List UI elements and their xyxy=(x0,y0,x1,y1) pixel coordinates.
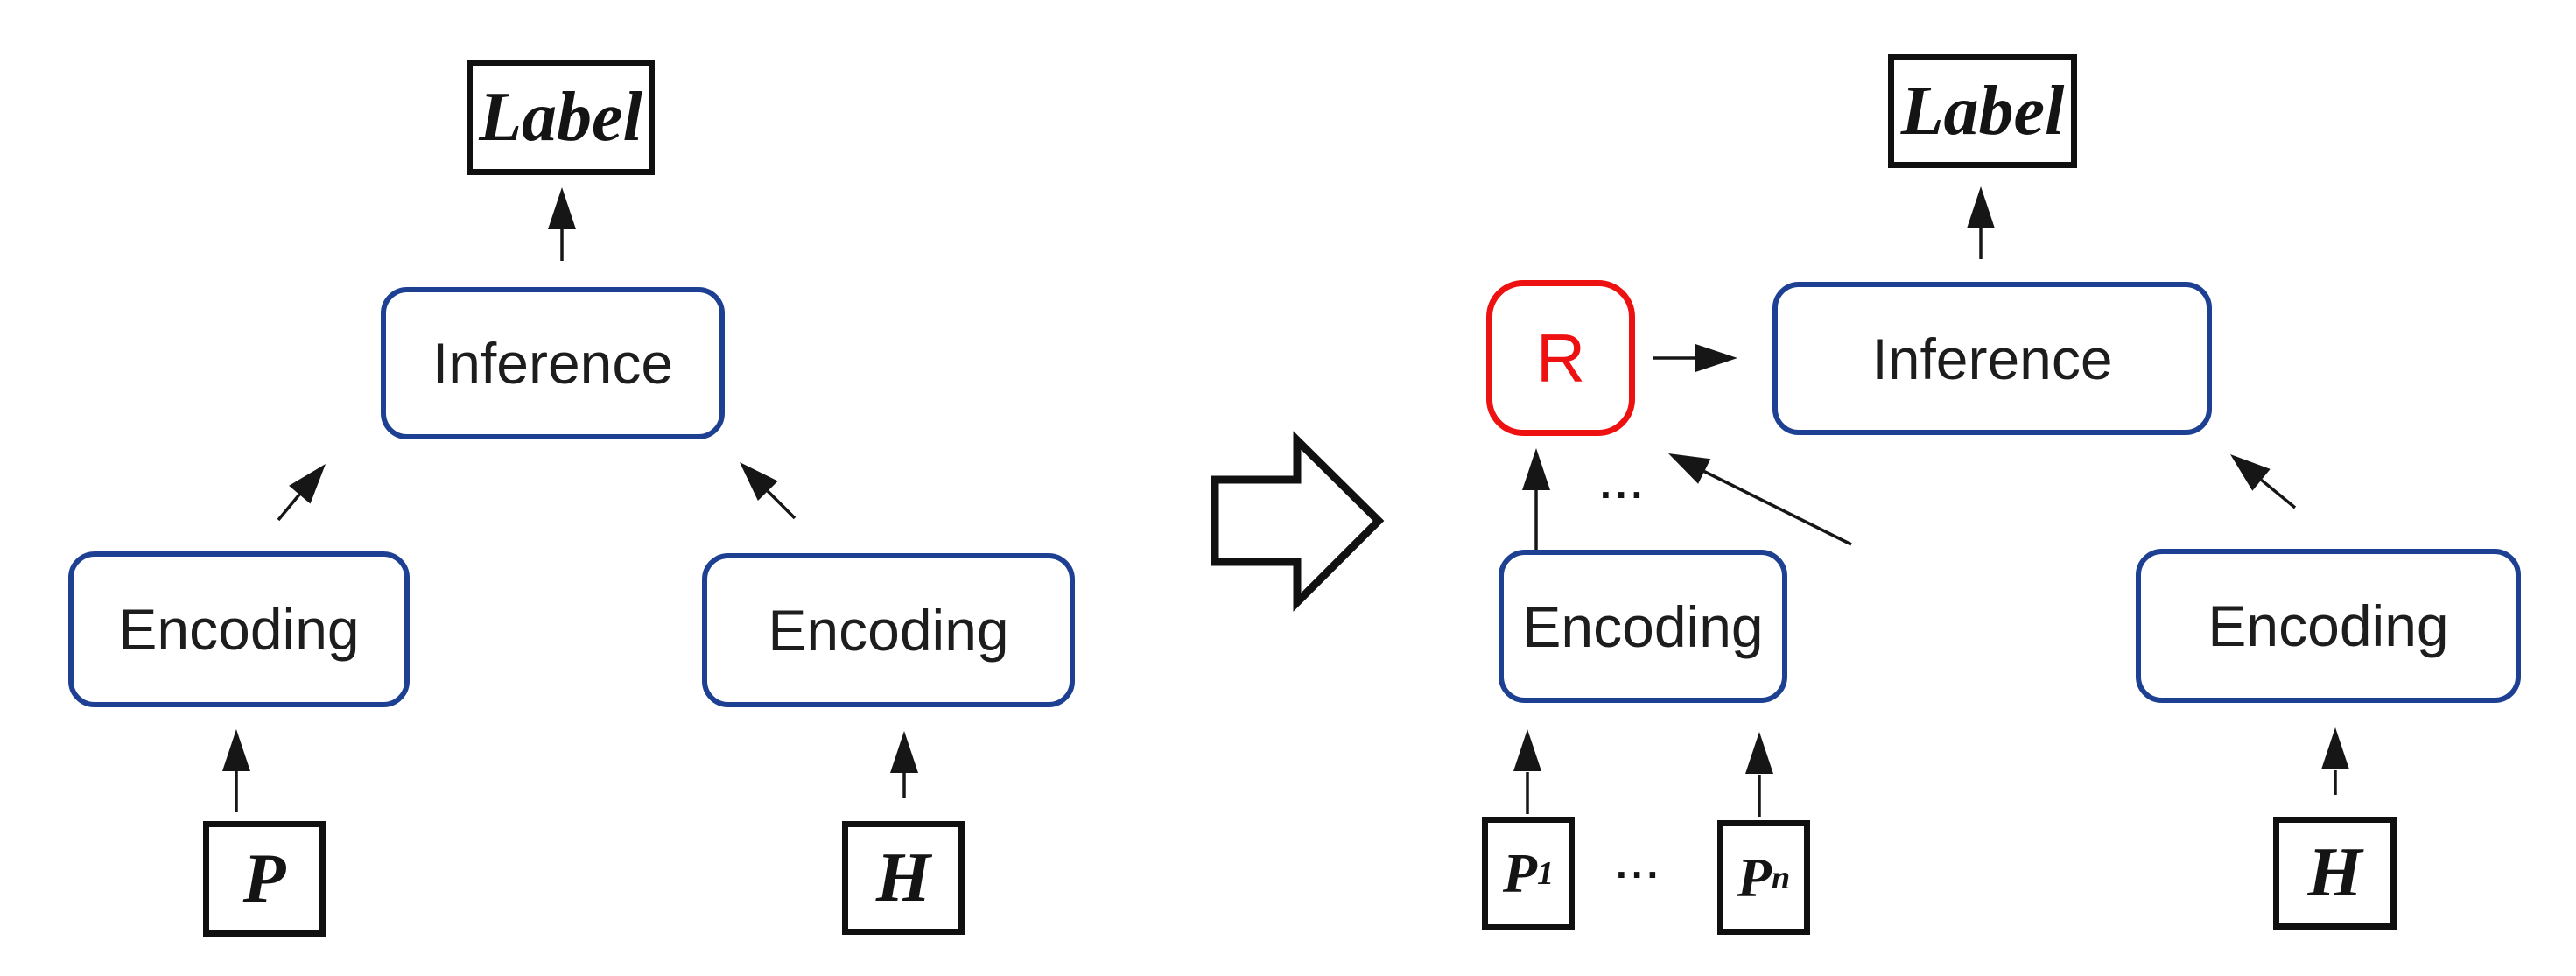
arrow-other-encodings-to-r xyxy=(1668,453,1852,546)
arrow-inference-to-label-right xyxy=(1967,186,1995,259)
premise-first-base: P xyxy=(1502,842,1537,904)
block-arrow-transform xyxy=(1211,431,1385,612)
arrow-p-to-encoding-left xyxy=(222,729,250,812)
encoding-premise-box-right: Encoding xyxy=(1499,550,1787,703)
label-box-right: Label xyxy=(1888,54,2077,168)
ellipsis-encoding-inputs: ... xyxy=(1600,461,1647,507)
ellipsis-premises: ... xyxy=(1616,841,1663,887)
encoding-hypothesis-box-right: Encoding xyxy=(2136,549,2521,703)
premise-box-left: P xyxy=(203,821,326,937)
arrow-p1-to-encoding-right xyxy=(1513,729,1541,814)
encoding-premise-box-left: Encoding xyxy=(68,551,410,707)
encoding-hypothesis-box-left: Encoding xyxy=(702,553,1075,707)
arrow-encoding-p-to-inference-left xyxy=(277,464,326,522)
arrow-encoding-p-to-r xyxy=(1522,448,1550,550)
arrow-h-to-encoding-right xyxy=(2321,727,2349,795)
arrow-inference-to-label-left xyxy=(548,187,576,261)
hypothesis-box-right: H xyxy=(2273,817,2397,930)
arrow-encoding-h-to-inference-left xyxy=(740,462,797,520)
hypothesis-box-left: H xyxy=(842,821,965,935)
inference-box-right: Inference xyxy=(1772,282,2212,435)
arrow-encoding-h-to-inference-right xyxy=(2230,454,2297,509)
arrow-pn-to-encoding-right xyxy=(1745,732,1773,817)
label-box-left: Label xyxy=(467,60,655,175)
inference-box-left: Inference xyxy=(381,287,725,439)
arrow-r-to-inference xyxy=(1653,344,1737,372)
relation-box: R xyxy=(1486,280,1635,436)
premise-last-base: P xyxy=(1737,846,1772,909)
arrow-h-to-encoding-left xyxy=(890,731,918,798)
